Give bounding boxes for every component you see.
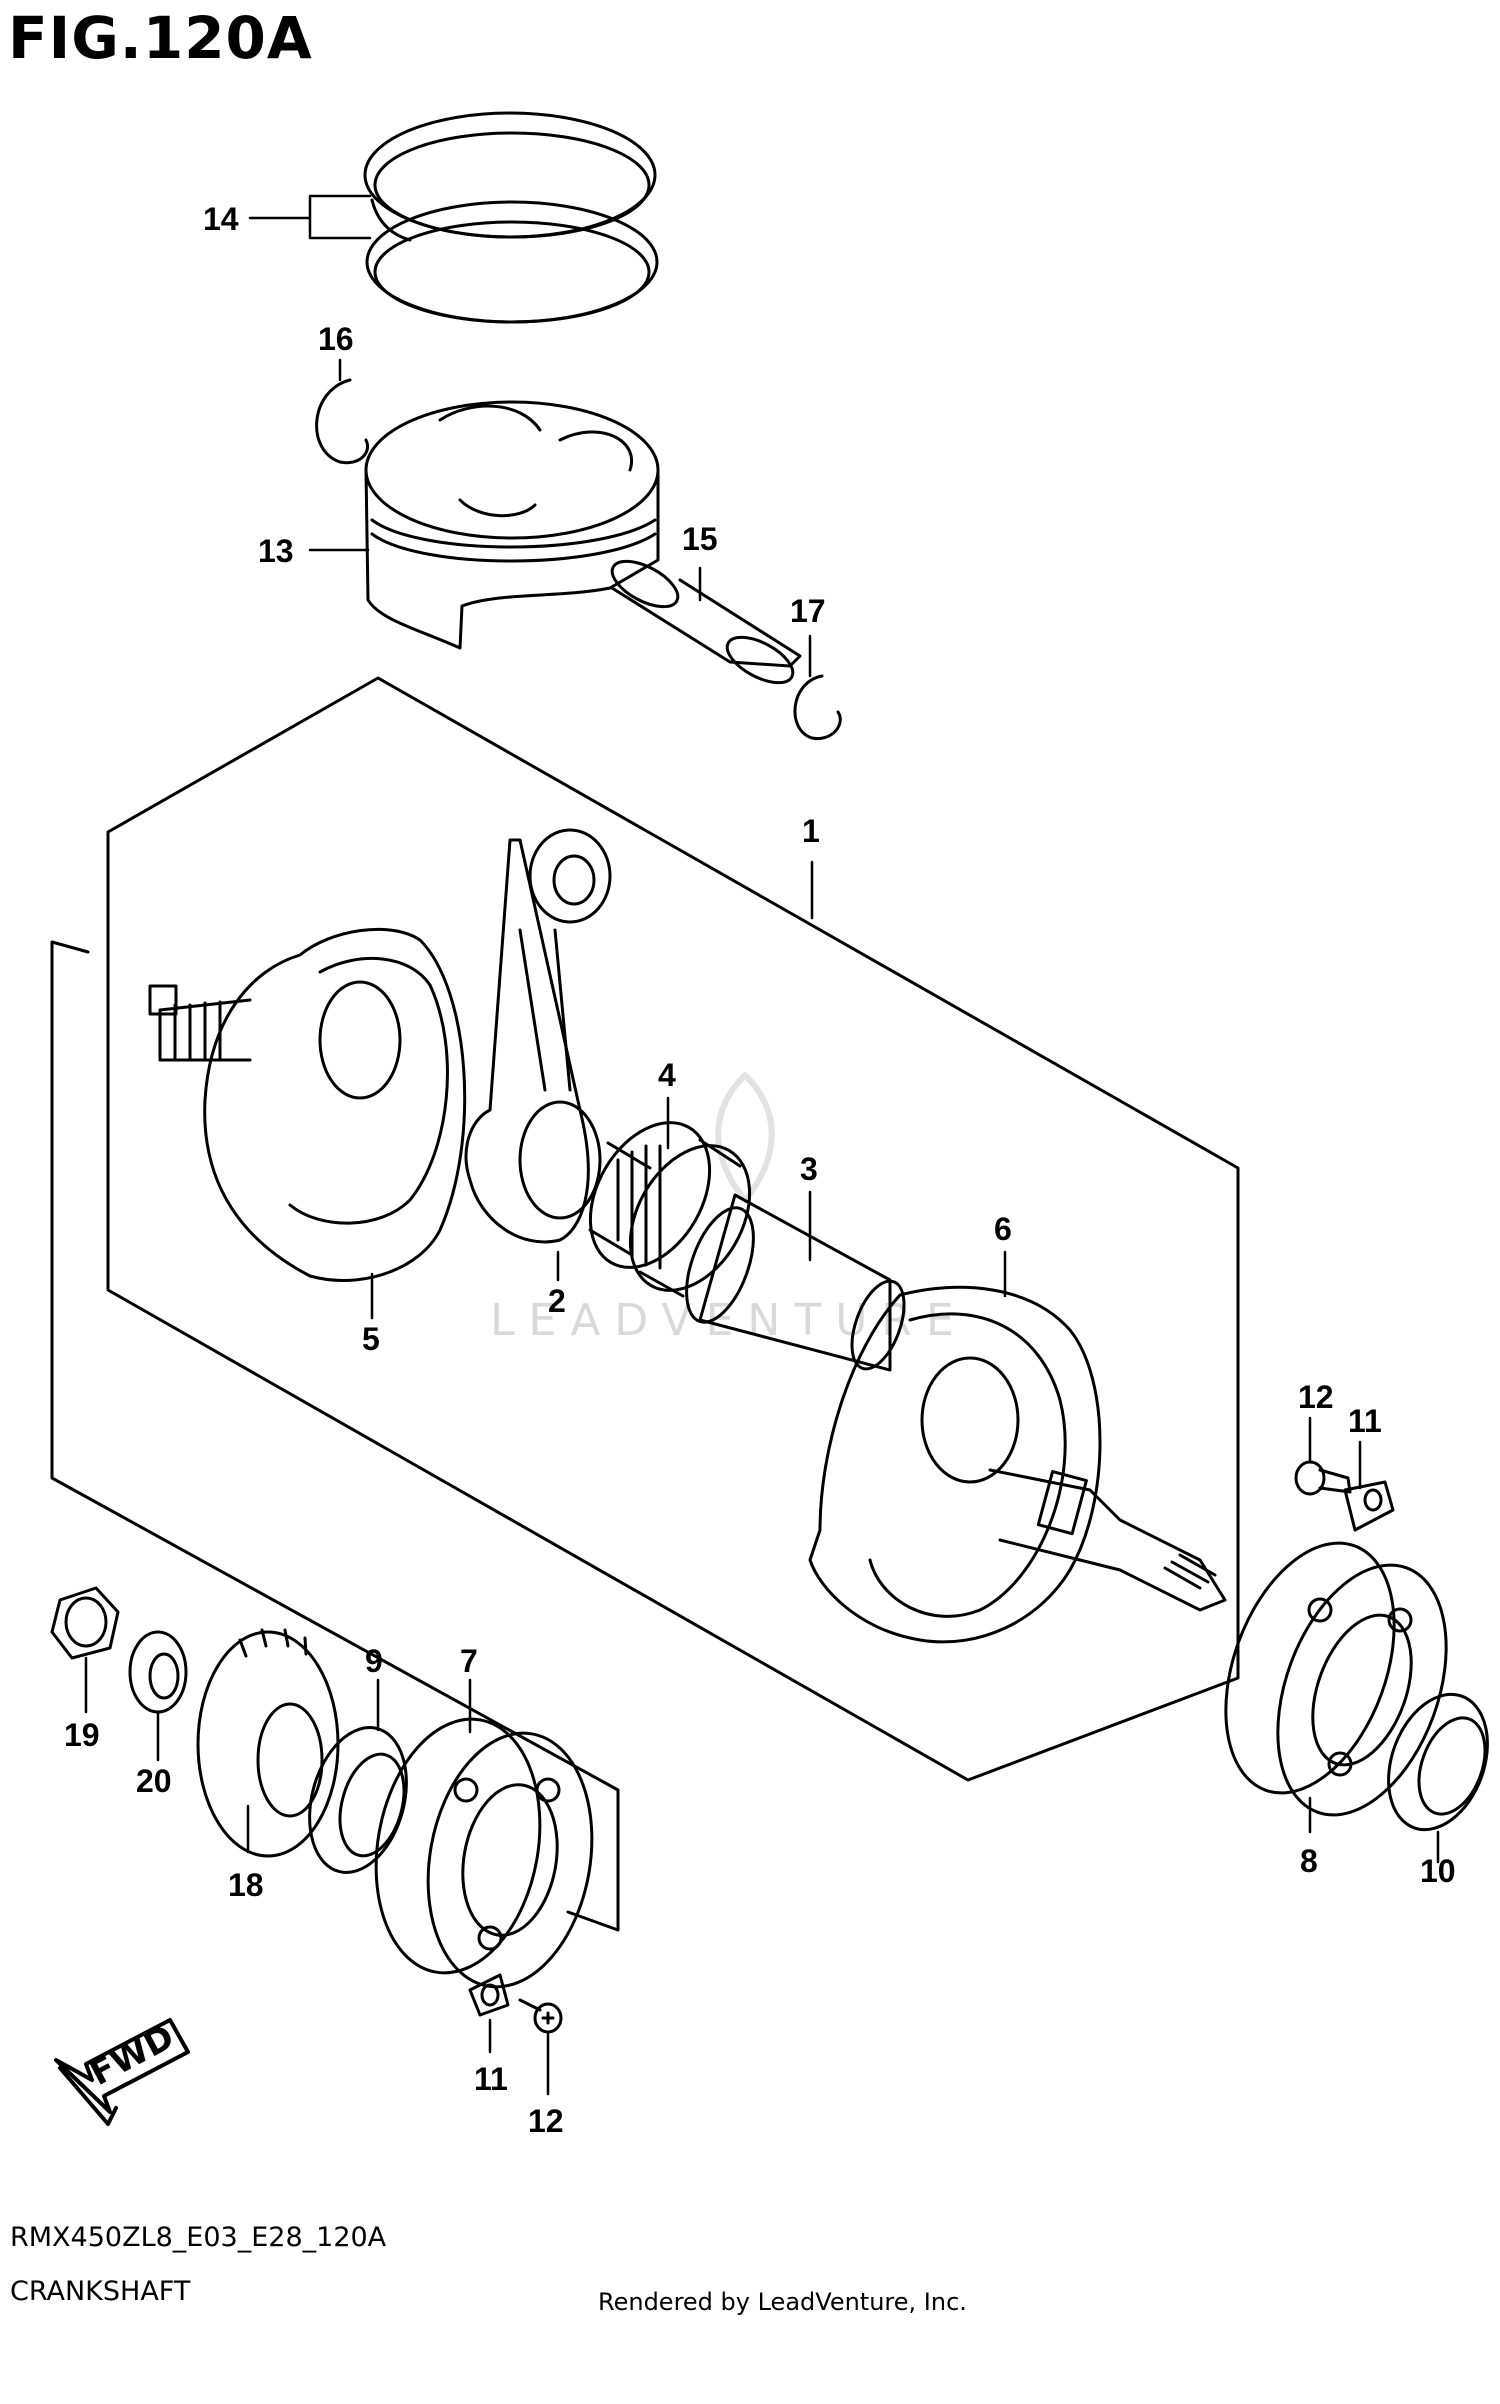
callout-labels: 14 16 13 15 17 1 4 3 6 2 5 12 11 8 10 19…: [64, 201, 1456, 2139]
callout-1: 1: [802, 813, 820, 849]
callout-12-bottom: 12: [528, 2103, 564, 2139]
piston-pin-circlip-16[interactable]: [315, 378, 369, 465]
diagram-caption: CRANKSHAFT: [10, 2276, 191, 2307]
left-crankshaft-bearing[interactable]: [357, 1706, 611, 2000]
callout-14: 14: [203, 201, 239, 237]
callout-15: 15: [682, 521, 718, 557]
model-code: RMX450ZL8_E03_E28_120A: [10, 2222, 387, 2253]
callout-7: 7: [460, 1643, 478, 1679]
figure-title: FIG.120A: [8, 4, 313, 72]
callout-5: 5: [362, 1321, 380, 1357]
callout-11-right: 11: [1348, 1403, 1382, 1439]
callout-11-bottom: 11: [474, 2061, 508, 2097]
oil-seal[interactable]: [1371, 1680, 1500, 1843]
callout-17: 17: [790, 593, 826, 629]
callout-19: 19: [64, 1717, 100, 1753]
callout-8: 8: [1300, 1843, 1318, 1879]
callout-6: 6: [994, 1211, 1012, 1247]
crankshaft-assembly-outline: [106, 676, 1240, 1782]
piston[interactable]: [364, 400, 660, 650]
svg-text:LEADVENTURE: LEADVENTURE: [490, 1295, 968, 1346]
right-crank-web[interactable]: [808, 1285, 1227, 1644]
callout-2: 2: [548, 1283, 566, 1319]
connecting-rod[interactable]: [464, 828, 612, 1244]
crank-pin[interactable]: [673, 1193, 914, 1376]
right-crankshaft-bearing[interactable]: [1194, 1520, 1478, 1838]
callout-16: 16: [318, 321, 354, 357]
callout-10: 10: [1420, 1853, 1456, 1889]
render-credit: Rendered by LeadVenture, Inc.: [598, 2288, 967, 2316]
piston-rings[interactable]: [363, 111, 659, 324]
washer-11-bottom[interactable]: [468, 1973, 510, 2017]
callout-18: 18: [228, 1867, 264, 1903]
callout-4: 4: [658, 1057, 676, 1093]
callout-9: 9: [365, 1643, 383, 1679]
watermark: LEADVENTURE: [490, 1072, 968, 1346]
crank-washer[interactable]: [128, 1630, 188, 1714]
callout-12-right: 12: [1298, 1379, 1334, 1415]
callout-20: 20: [136, 1763, 172, 1799]
left-crank-web[interactable]: [148, 927, 467, 1282]
washer-11-right[interactable]: [1343, 1480, 1395, 1532]
screw-12-bottom[interactable]: [518, 1998, 563, 2034]
piston-pin-circlip-17[interactable]: [793, 674, 842, 741]
callout-3: 3: [800, 1151, 818, 1187]
bearing-group-bracket: [50, 940, 620, 1932]
connecting-rod-needle-bearing[interactable]: [566, 1101, 774, 1311]
crank-nut[interactable]: [50, 1586, 120, 1660]
leader-lines: [84, 194, 1440, 2096]
piston-pin[interactable]: [605, 552, 802, 692]
primary-drive-gear[interactable]: [196, 1628, 340, 1858]
forward-direction-badge: FWD: [54, 2017, 190, 2126]
callout-13: 13: [258, 533, 294, 569]
screw-12-right[interactable]: [1294, 1460, 1352, 1496]
